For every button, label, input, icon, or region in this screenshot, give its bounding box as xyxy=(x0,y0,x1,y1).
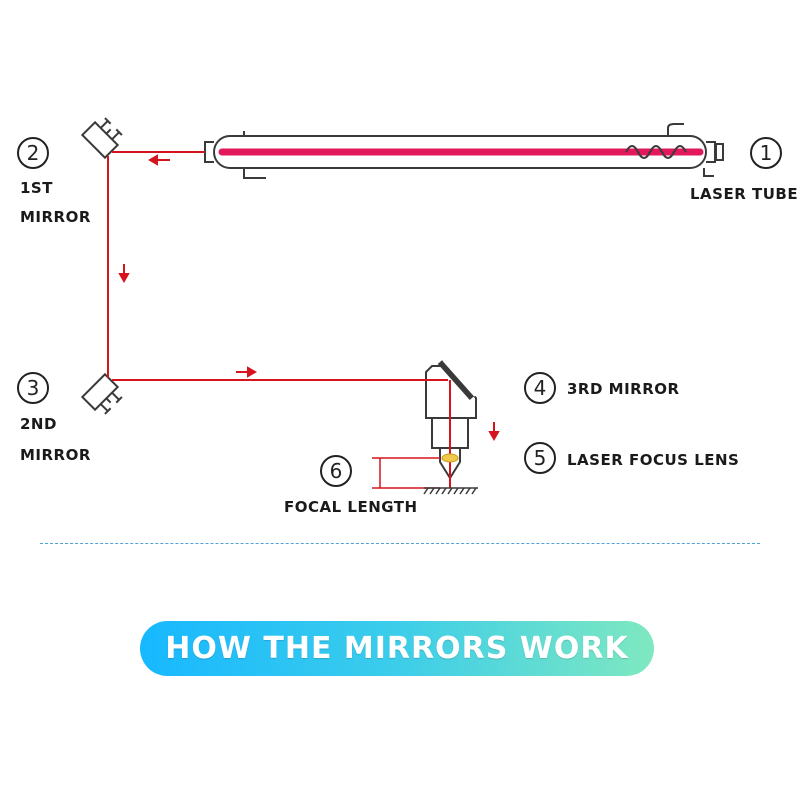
first-mirror xyxy=(80,117,123,160)
beam-arrows xyxy=(118,154,500,442)
title-banner: HOW THE MIRRORS WORK xyxy=(140,621,654,676)
focal-length-bracket xyxy=(372,457,440,489)
badge-first-mirror: 2 xyxy=(17,137,49,169)
focus-lens xyxy=(441,453,459,463)
label-focal-length: FOCAL LENGTH xyxy=(284,498,418,516)
label-third-mirror: 3RD MIRROR xyxy=(567,380,680,398)
dashed-divider xyxy=(40,543,760,544)
badge-focus-lens: 5 xyxy=(524,442,556,474)
work-surface xyxy=(423,487,478,495)
third-mirror xyxy=(437,360,475,400)
label-second-mirror-line2: MIRROR xyxy=(20,446,91,464)
badge-third-mirror: 4 xyxy=(524,372,556,404)
tube-coil xyxy=(625,145,687,159)
badge-laser-tube: 1 xyxy=(750,137,782,169)
second-mirror xyxy=(80,372,123,415)
beam-path xyxy=(107,151,451,488)
label-first-mirror-line2: MIRROR xyxy=(20,208,91,226)
label-focus-lens: LASER FOCUS LENS xyxy=(567,451,740,469)
badge-focal-length: 6 xyxy=(320,455,352,487)
label-laser-tube: LASER TUBE xyxy=(690,185,799,203)
badge-second-mirror: 3 xyxy=(17,372,49,404)
label-first-mirror-line1: 1ST xyxy=(20,179,53,197)
label-second-mirror-line1: 2ND xyxy=(20,415,57,433)
third-mirror-glass xyxy=(442,359,476,397)
